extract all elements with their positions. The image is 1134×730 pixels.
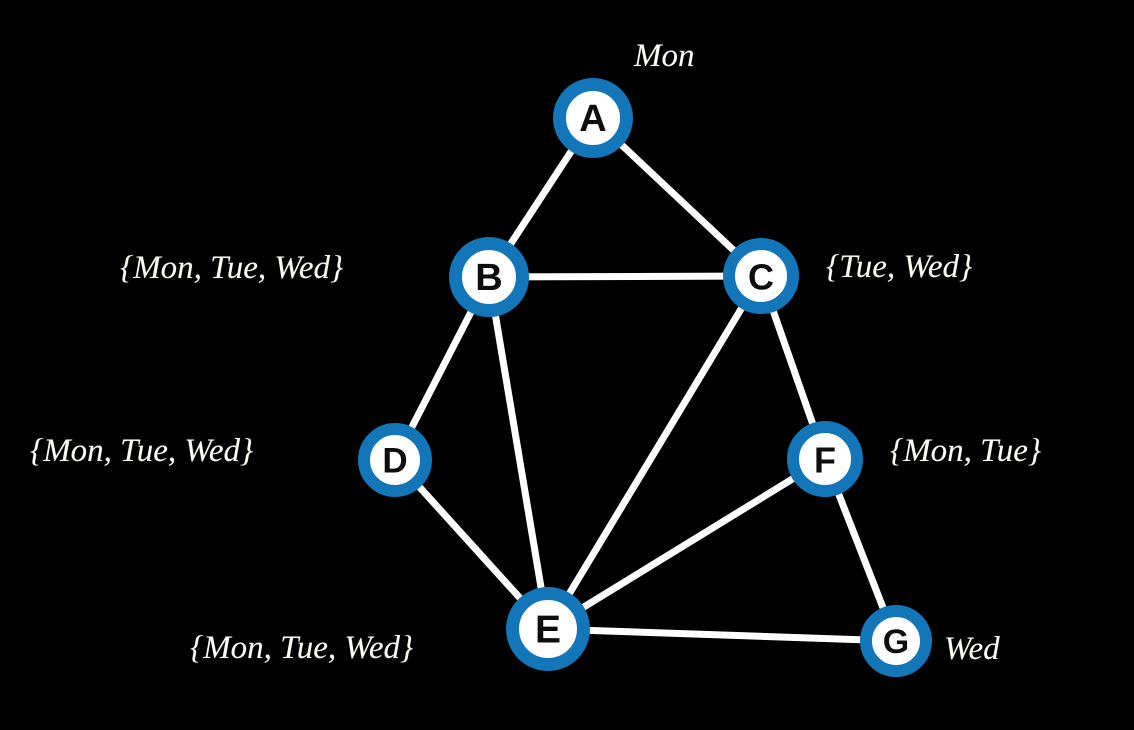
domain-label-e: {Mon, Tue, Wed}	[190, 630, 414, 666]
domain-label-b: {Mon, Tue, Wed}	[120, 250, 344, 286]
domain-label-g: Wed	[944, 631, 1000, 667]
nodes-group: A B C D E F G	[358, 78, 932, 677]
graph-edge-c-e	[544, 272, 765, 633]
graph-edge-e-g	[544, 625, 900, 645]
graph-edge-e-f	[544, 455, 829, 633]
graph-node-d[interactable]: D	[358, 423, 432, 497]
domain-label-a: Mon	[634, 38, 695, 74]
node-circle-b	[449, 237, 529, 317]
node-circle-f	[787, 421, 863, 497]
graph-node-g[interactable]: G	[860, 605, 932, 677]
node-circle-g	[860, 605, 932, 677]
node-letter-g: G	[883, 623, 909, 661]
node-letter-f: F	[814, 440, 836, 481]
node-letter-a: A	[579, 98, 606, 140]
node-letter-c: C	[748, 257, 774, 298]
graph-node-e[interactable]: E	[506, 587, 590, 671]
graph-edge-b-e	[485, 273, 552, 633]
node-circle-c	[723, 238, 799, 314]
node-circle-d	[358, 423, 432, 497]
node-circle-a	[553, 78, 633, 158]
graph-node-c[interactable]: C	[723, 238, 799, 314]
graph-node-f[interactable]: F	[787, 421, 863, 497]
node-circle-e	[506, 587, 590, 671]
node-letter-e: E	[535, 609, 561, 652]
graph-edge-b-c	[485, 272, 765, 281]
domain-label-d: {Mon, Tue, Wed}	[30, 433, 254, 469]
domain-label-c: {Tue, Wed}	[826, 249, 973, 285]
edges-group	[391, 114, 900, 645]
node-letter-b: B	[475, 257, 502, 299]
domain-label-f: {Mon, Tue}	[890, 433, 1042, 469]
graph-node-b[interactable]: B	[449, 237, 529, 317]
graph-node-a[interactable]: A	[553, 78, 633, 158]
node-letter-d: D	[382, 442, 407, 481]
